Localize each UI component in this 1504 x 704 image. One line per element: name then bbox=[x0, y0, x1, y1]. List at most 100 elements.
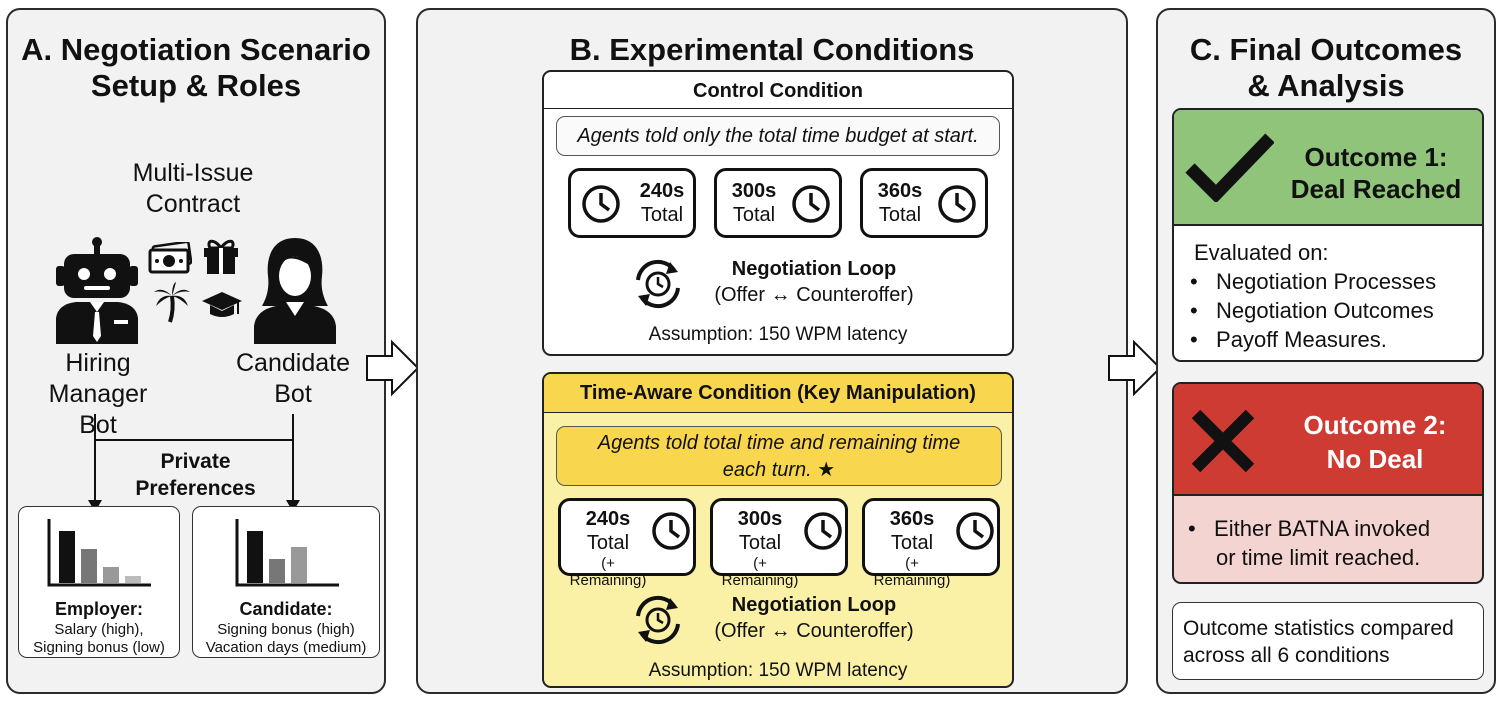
clock-time: 360s bbox=[889, 508, 935, 530]
arrow-a-to-b-icon bbox=[366, 339, 420, 397]
outcome-1-bullet-text: Negotiation Processes bbox=[1216, 269, 1437, 294]
candidate-bot-label: Candidate Bot bbox=[218, 348, 368, 410]
negotiation-loop-icon bbox=[636, 595, 680, 645]
control-title-divider bbox=[544, 108, 1012, 109]
outcome-2-header: Outcome 2: No Deal bbox=[1174, 384, 1482, 496]
arrow-b-to-c-icon bbox=[1108, 339, 1162, 397]
panel-b: B. Experimental Conditions Control Condi… bbox=[416, 8, 1128, 694]
cand-line1: Candidate bbox=[236, 349, 350, 377]
clock-icon bbox=[792, 185, 830, 223]
outcome-1-eval-label: Evaluated on: bbox=[1194, 240, 1329, 265]
graduation-cap-icon bbox=[202, 292, 242, 317]
private-line2: Preferences bbox=[135, 477, 256, 500]
gift-icon bbox=[204, 239, 238, 274]
hm-line2: Manager Bot bbox=[48, 380, 148, 439]
clock-extra: (+ Remaining) bbox=[873, 555, 951, 589]
panel-c-title-line1: C. Final Outcomes bbox=[1189, 32, 1463, 67]
control-loop-sub: (Offer ↔ Counteroffer) bbox=[714, 284, 914, 306]
candidate-title: Candidate: bbox=[239, 599, 333, 619]
contract-line1: Multi-Issue bbox=[132, 159, 254, 187]
outcome-1-title-line1: Outcome 1: bbox=[1304, 142, 1448, 172]
candidate-line2: Vacation days (medium) bbox=[205, 639, 367, 656]
candidate-line1: Signing bonus (high) bbox=[217, 621, 355, 638]
outcome-1-bullet-text: Payoff Measures. bbox=[1216, 327, 1387, 352]
clock-label: Total bbox=[586, 532, 630, 554]
clock-time: 240s bbox=[585, 508, 631, 530]
time-aware-description: Agents told total time and remaining tim… bbox=[556, 426, 1002, 486]
contract-line2: Contract bbox=[145, 190, 241, 218]
time-aware-title: Time-Aware Condition (Key Manipulation) bbox=[544, 374, 1012, 412]
panel-c-title-line2: & Analysis bbox=[1247, 68, 1405, 103]
outcome-2-bullet: • Either BATNA invoked bbox=[1188, 516, 1431, 541]
outcome-2-title-line2: No Deal bbox=[1326, 444, 1424, 474]
cand-line2: Bot bbox=[274, 380, 312, 408]
control-assumption: Assumption: 150 WPM latency bbox=[648, 324, 908, 345]
clock-icon bbox=[652, 512, 690, 550]
clock-icon bbox=[956, 512, 994, 550]
outcome-1-bullet: • Negotiation Outcomes bbox=[1190, 298, 1434, 323]
outcome-1-header: Outcome 1: Deal Reached bbox=[1174, 110, 1482, 226]
clock-extra: (+ Remaining) bbox=[569, 555, 647, 589]
outcome-1-bullet-text: Negotiation Outcomes bbox=[1216, 298, 1434, 323]
private-preferences-label: Private Preferences bbox=[118, 448, 273, 502]
clock-label: Total bbox=[640, 204, 684, 226]
money-icon bbox=[148, 242, 192, 274]
hm-line1: Hiring bbox=[65, 349, 131, 377]
candidate-avatar-icon bbox=[254, 238, 336, 344]
employer-title: Employer: bbox=[54, 599, 144, 619]
clock-icon bbox=[938, 185, 976, 223]
control-condition-card: Control Condition Agents told only the t… bbox=[542, 70, 1014, 356]
clock-label: Total bbox=[878, 204, 922, 226]
outcome-statistics-note: Outcome statistics compared across all 6… bbox=[1172, 602, 1484, 680]
clock-label: Total bbox=[732, 204, 776, 226]
time-aware-condition-card: Time-Aware Condition (Key Manipulation) … bbox=[542, 372, 1014, 688]
panel-c: C. Final Outcomes & Analysis Outcome 1: … bbox=[1156, 8, 1496, 694]
outcome-1-card: Outcome 1: Deal Reached Evaluated on: • … bbox=[1172, 108, 1484, 362]
outcome-2-title-line1: Outcome 2: bbox=[1303, 410, 1447, 440]
panel-a-title-line1: A. Negotiation Scenario bbox=[21, 32, 371, 67]
employer-line1: Salary (high), bbox=[54, 621, 144, 638]
time-aware-loop-sub: (Offer ↔ Counteroffer) bbox=[714, 620, 914, 642]
panel-a: A. Negotiation Scenario Setup & Roles Mu… bbox=[6, 8, 386, 694]
clock-extra: (+ Remaining) bbox=[721, 555, 799, 589]
candidate-bar-chart-icon bbox=[235, 519, 339, 587]
outcome-2-bullet-cont: or time limit reached. bbox=[1216, 545, 1421, 570]
time-aware-assumption: Assumption: 150 WPM latency bbox=[648, 660, 908, 681]
employer-preference-card: Employer: Salary (high), Signing bonus (… bbox=[18, 506, 180, 658]
clock-time: 240s bbox=[639, 180, 685, 202]
employer-bar-chart-icon bbox=[47, 519, 151, 587]
clock-time: 360s bbox=[877, 180, 923, 202]
clock-icon bbox=[804, 512, 842, 550]
control-description: Agents told only the total time budget a… bbox=[556, 116, 1000, 156]
candidate-preference-card: Candidate: Signing bonus (high) Vacation… bbox=[192, 506, 380, 658]
control-title: Control Condition bbox=[693, 80, 863, 102]
clock-label: Total bbox=[890, 532, 934, 554]
stats-line1: Outcome statistics compared bbox=[1183, 617, 1454, 640]
clock-label: Total bbox=[738, 532, 782, 554]
stats-line2: across all 6 conditions bbox=[1183, 644, 1390, 667]
time-aware-desc-line2: each turn. ★ bbox=[722, 459, 836, 481]
negotiation-loop-icon bbox=[636, 259, 680, 309]
palm-tree-icon bbox=[154, 282, 190, 323]
outcome-2-card: Outcome 2: No Deal • Either BATNA invoke… bbox=[1172, 382, 1484, 584]
time-aware-loop-title: Negotiation Loop bbox=[731, 594, 897, 616]
outcome-1-title-line2: Deal Reached bbox=[1290, 174, 1462, 204]
control-loop-title: Negotiation Loop bbox=[731, 258, 897, 280]
employer-line2: Signing bonus (low) bbox=[33, 639, 165, 656]
private-line1: Private bbox=[160, 450, 231, 473]
time-aware-title-divider bbox=[544, 412, 1012, 413]
clock-time: 300s bbox=[737, 508, 783, 530]
clock-time: 300s bbox=[731, 180, 777, 202]
robot-icon bbox=[56, 237, 138, 344]
outcome-1-bullet: • Negotiation Processes bbox=[1190, 269, 1437, 294]
outcome-2-bullet-line1: Either BATNA invoked bbox=[1214, 516, 1431, 541]
outcome-1-bullet: • Payoff Measures. bbox=[1190, 327, 1387, 352]
time-aware-desc-line1: Agents told total time and remaining tim… bbox=[597, 432, 961, 454]
checkmark-icon bbox=[1185, 133, 1274, 202]
